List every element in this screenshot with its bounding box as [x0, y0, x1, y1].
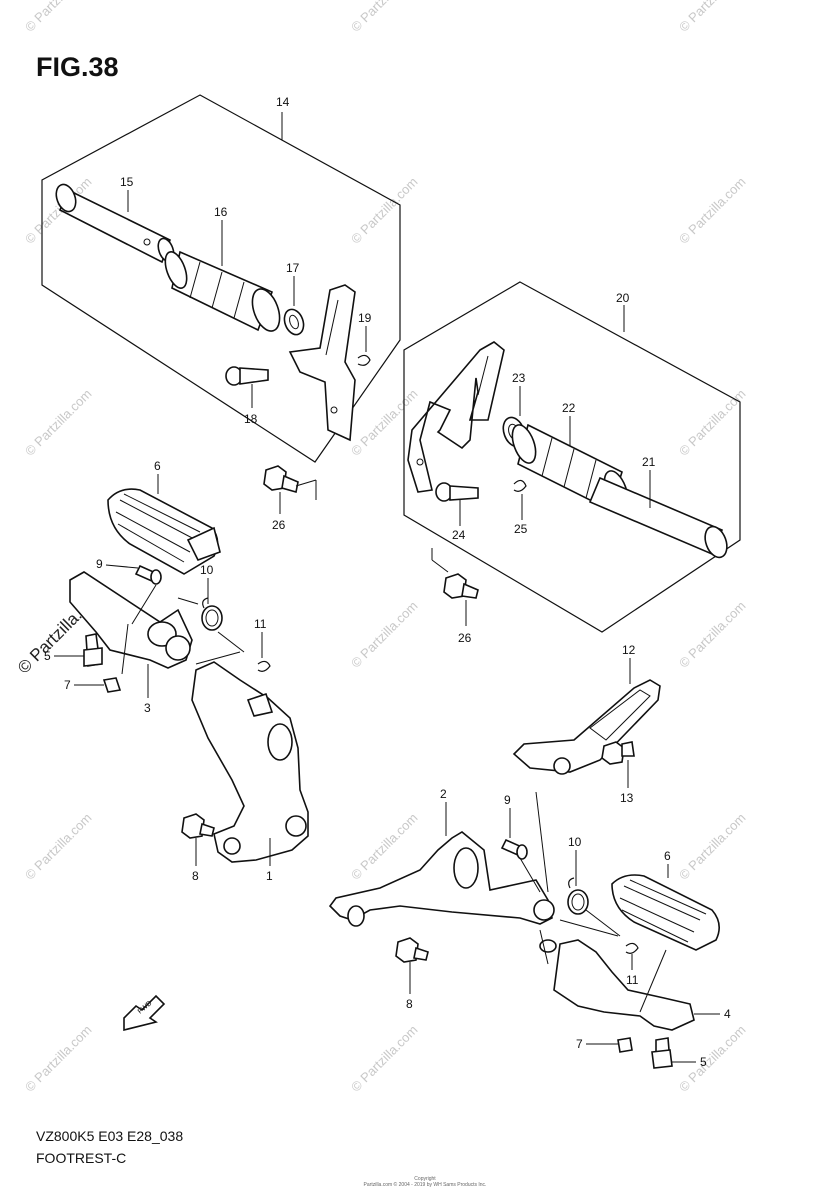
- copyright-line: Copyright: [414, 1176, 436, 1182]
- part-4-footrest-right: [539, 939, 695, 1031]
- callout-22: 22: [562, 401, 576, 415]
- callout-5-left: 5: [44, 649, 51, 663]
- callout-25: 25: [514, 522, 528, 536]
- part-7-nut-right: [617, 1037, 633, 1053]
- part-3-footrest-bracket-left: [69, 571, 193, 669]
- callout-26-left: 26: [272, 518, 286, 532]
- callouts: 14 15 16 17 19 18 26 20 23 22 21 24 25 2…: [44, 95, 731, 1069]
- part-15-shaft: [55, 183, 175, 264]
- assembly-lines-right-front: [519, 791, 667, 1013]
- part-16-footpeg-rubber: [164, 250, 281, 332]
- callout-6-left: 6: [154, 459, 161, 473]
- callout-7-left: 7: [64, 678, 71, 692]
- part-17-washer: [283, 308, 305, 336]
- figure-title: FIG.38: [36, 52, 119, 82]
- part-10-spring-right: [567, 877, 589, 915]
- callout-16: 16: [214, 205, 228, 219]
- callout-23: 23: [512, 371, 526, 385]
- callout-1: 1: [266, 869, 273, 883]
- part-12-bracket-right: [512, 679, 661, 775]
- callout-10-right: 10: [568, 835, 582, 849]
- callout-26-right: 26: [458, 631, 472, 645]
- part-25-clip: [513, 479, 527, 492]
- part-21-shaft: [588, 476, 728, 559]
- part-19-clip: [357, 354, 371, 366]
- part-24-bolt: [435, 482, 479, 502]
- figure-name: FOOTREST-C: [36, 1150, 127, 1166]
- part-11-clip-left: [257, 660, 271, 672]
- callout-19: 19: [358, 311, 372, 325]
- assembly-box-14: [41, 94, 401, 463]
- part-8-bolt-right: [395, 937, 429, 963]
- figure-code: VZ800K5 E03 E28_038: [36, 1128, 184, 1144]
- callout-8-right: 8: [406, 997, 413, 1011]
- callout-4: 4: [724, 1007, 731, 1021]
- part-5-bolt-right: [651, 1037, 673, 1069]
- part-26-bolt-left: [263, 465, 317, 500]
- copyright-line: Partzilla.com © 2004 - 2019 by WH Sams P…: [363, 1182, 487, 1188]
- callout-9-left: 9: [96, 557, 103, 571]
- callout-21: 21: [642, 455, 656, 469]
- callout-9-right: 9: [504, 793, 511, 807]
- part-8-bolt-left: [181, 813, 215, 839]
- callout-13: 13: [620, 791, 634, 805]
- part-26-bolt-right: [431, 548, 479, 599]
- part-6-footrest-rubber-left: [107, 488, 221, 575]
- part-9-pin-left: [134, 564, 162, 585]
- part-10-spring-left: [201, 597, 223, 631]
- part-9-pin-right: [500, 838, 528, 860]
- callout-5-right: 5: [700, 1055, 707, 1069]
- part-6-footrest-rubber-right: [611, 874, 720, 951]
- part-13-bolt-right: [601, 741, 635, 765]
- callout-20: 20: [616, 291, 630, 305]
- callout-12: 12: [622, 643, 636, 657]
- callout-11-right: 11: [626, 973, 639, 987]
- callout-7-right: 7: [576, 1037, 583, 1051]
- assembly-box-20: [403, 281, 741, 633]
- part-7-nut-left: [102, 677, 122, 693]
- callout-15: 15: [120, 175, 134, 189]
- callout-3: 3: [144, 701, 151, 715]
- callout-10-left: 10: [200, 563, 214, 577]
- callout-14: 14: [276, 95, 290, 109]
- assembly-lines-left-front: [121, 584, 245, 675]
- callout-17: 17: [286, 261, 300, 275]
- part-11-clip-right: [625, 942, 639, 954]
- copyright-notice: Copyright Partzilla.com © 2004 - 2019 by…: [350, 1176, 500, 1188]
- callout-24: 24: [452, 528, 466, 542]
- part-bracket-right: [407, 341, 505, 493]
- callout-8-left: 8: [192, 869, 199, 883]
- part-2-footrest-bracket-right: [328, 831, 555, 927]
- callout-6-right: 6: [664, 849, 671, 863]
- callout-11-left: 11: [254, 617, 267, 631]
- part-5-bolt-left: [83, 633, 103, 667]
- part-bracket-left: [288, 284, 356, 442]
- part-1-bracket-left: [191, 661, 309, 863]
- callout-18: 18: [244, 412, 258, 426]
- fwd-arrow-icon: FWD: [123, 994, 166, 1032]
- part-18-bolt: [225, 366, 269, 386]
- callout-2: 2: [440, 787, 447, 801]
